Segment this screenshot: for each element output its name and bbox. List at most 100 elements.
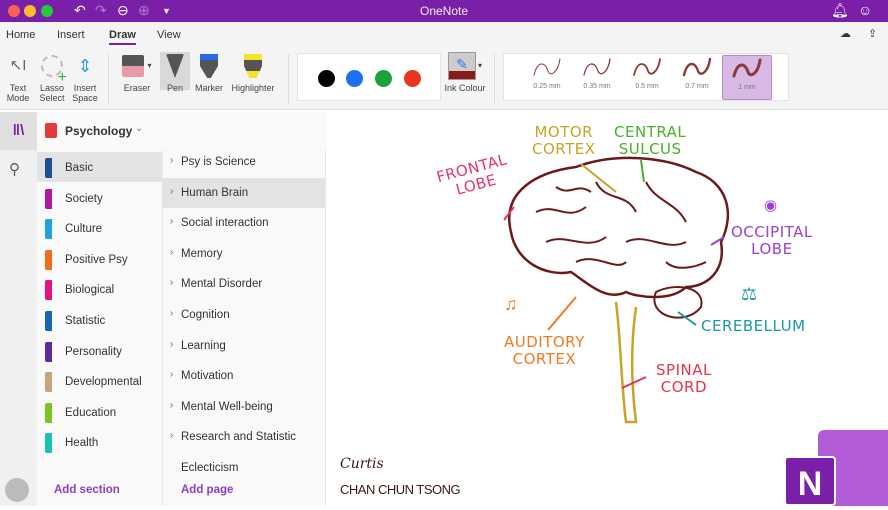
section-item[interactable]: Education <box>37 397 162 427</box>
marker-button[interactable]: Marker <box>193 52 225 93</box>
section-item[interactable]: Positive Psy <box>37 244 162 274</box>
add-section-button[interactable]: Add section <box>54 484 120 496</box>
lasso-select-button[interactable]: +Lasso Select <box>36 52 68 103</box>
section-item[interactable]: Health <box>37 427 162 457</box>
section-label: Statistic <box>65 315 106 327</box>
onenote-logo-n: N <box>784 456 836 506</box>
page-label: Human Brain <box>181 186 249 199</box>
label-occipital-lobe: OCCIPITAL LOBE <box>731 223 813 258</box>
insert-space-button[interactable]: ⇕Insert Space <box>70 52 100 103</box>
color-green[interactable] <box>375 70 392 87</box>
page-item[interactable]: › Human Brain <box>163 177 325 208</box>
menu-tabs: Home Insert Draw View ☁ ⇪ <box>0 22 888 46</box>
page-label: Mental Disorder <box>181 278 263 291</box>
brain-drawing <box>503 156 730 424</box>
section-label: Basic <box>65 162 94 174</box>
section-item[interactable]: Statistic <box>37 305 162 335</box>
chevron-right-icon[interactable]: › <box>170 338 174 350</box>
section-color-tab <box>45 341 52 362</box>
section-color-tab <box>45 219 52 240</box>
section-color-tab <box>45 402 52 423</box>
stroke-preview-icon <box>732 58 762 78</box>
label-motor-cortex: MOTOR CORTEX <box>532 123 596 158</box>
notebook-header[interactable]: Psychology ⌄ <box>37 112 326 150</box>
forward-icon[interactable]: ⊕ <box>138 2 150 18</box>
section-item[interactable]: Biological <box>37 274 162 304</box>
chevron-right-icon[interactable]: › <box>170 277 174 289</box>
eye-icon: ◉ <box>764 197 778 214</box>
color-blue[interactable] <box>346 70 363 87</box>
notifications-icon[interactable]: 🔔︎ <box>831 2 849 18</box>
zoom-button[interactable] <box>41 5 53 17</box>
page-item[interactable]: ›Mental Well-being <box>163 392 325 422</box>
notebooks-icon[interactable]: ǁ\ <box>0 112 37 150</box>
pen-width-label: 0.25 mm <box>533 83 561 90</box>
minimize-button[interactable] <box>24 5 36 17</box>
section-color-tab <box>45 249 52 270</box>
page-item[interactable]: Eclecticism <box>163 453 325 483</box>
tab-view[interactable]: View <box>157 29 181 41</box>
close-button[interactable] <box>8 5 20 17</box>
chevron-right-icon[interactable]: › <box>170 399 174 411</box>
pen-width-option[interactable]: 1 mm <box>722 55 772 100</box>
pen-width-option[interactable]: 0.7 mm <box>672 55 722 100</box>
chevron-right-icon[interactable]: › <box>170 246 174 258</box>
pen-button[interactable]: Pen <box>160 52 190 93</box>
chevron-right-icon[interactable]: › <box>170 185 174 197</box>
add-page-button[interactable]: Add page <box>181 484 234 496</box>
back-icon[interactable]: ⊖ <box>117 2 129 18</box>
highlighter-button[interactable]: Highlighter <box>228 52 278 93</box>
section-item[interactable]: Personality <box>37 336 162 366</box>
share-icon[interactable]: ⇪ <box>868 28 878 40</box>
stroke-preview-icon <box>533 58 561 76</box>
section-color-tab <box>45 158 52 178</box>
section-item[interactable]: Society <box>37 183 162 213</box>
ink-colour-button[interactable]: ✎▾Ink Colour <box>444 52 486 93</box>
page-item[interactable]: ›Memory <box>163 239 325 269</box>
user-avatar[interactable] <box>5 478 29 502</box>
account-icon[interactable]: ☺ <box>858 2 873 18</box>
undo-icon[interactable]: ↶ <box>74 2 86 18</box>
page-item[interactable]: › Mental Disorder <box>163 269 325 299</box>
eraser-button[interactable]: ▾Eraser <box>118 52 156 93</box>
sync-icon[interactable]: ☁ <box>840 28 851 40</box>
page-item[interactable]: ›Psy is Science <box>163 150 325 177</box>
page-item[interactable]: ›Motivation <box>163 361 325 391</box>
notebook-name: Psychology <box>65 124 133 138</box>
chevron-right-icon[interactable]: › <box>170 308 174 319</box>
highlighter-icon <box>228 52 278 80</box>
page-item[interactable]: ›Research and Statistic <box>163 422 325 452</box>
label-cerebellum: CEREBELLUM <box>701 317 806 335</box>
color-black[interactable] <box>318 70 335 87</box>
pen-width-option[interactable]: 0.5 mm <box>622 55 672 100</box>
page-canvas[interactable]: FRONTAL LOBE MOTOR CORTEX CENTRAL SULCUS… <box>326 112 888 506</box>
customize-toolbar-icon[interactable]: ▼ <box>162 6 171 16</box>
tab-insert[interactable]: Insert <box>57 29 85 41</box>
pen-width-option[interactable]: 0.25 mm <box>522 55 572 100</box>
color-red[interactable] <box>404 70 421 87</box>
ink-colour-icon: ✎▾ <box>444 52 486 80</box>
page-item[interactable]: ›Social interaction <box>163 208 325 238</box>
chevron-right-icon[interactable]: › <box>170 216 174 228</box>
chevron-down-icon: ⌄ <box>135 123 144 134</box>
chevron-right-icon[interactable]: › <box>170 430 174 442</box>
pen-colors <box>297 53 441 101</box>
chevron-right-icon[interactable]: › <box>170 369 174 381</box>
page-label: Cognition <box>181 309 230 321</box>
section-item[interactable]: Developmental <box>37 366 162 396</box>
search-icon[interactable]: ⚲ <box>9 161 20 178</box>
tab-home[interactable]: Home <box>6 29 36 41</box>
page-item[interactable]: › Cognition <box>163 300 325 330</box>
section-item[interactable]: Basic <box>37 152 162 182</box>
pen-width-option[interactable]: 0.35 mm <box>572 55 622 100</box>
signature: Curtis <box>340 456 384 472</box>
page-item[interactable]: ›Learning <box>163 331 325 361</box>
section-color-tab <box>45 311 52 331</box>
pen-icon <box>160 52 190 80</box>
chevron-right-icon[interactable]: › <box>170 155 174 166</box>
tab-draw[interactable]: Draw <box>109 29 136 45</box>
redo-icon[interactable]: ↷ <box>95 2 107 18</box>
section-item[interactable]: Culture <box>37 213 162 243</box>
